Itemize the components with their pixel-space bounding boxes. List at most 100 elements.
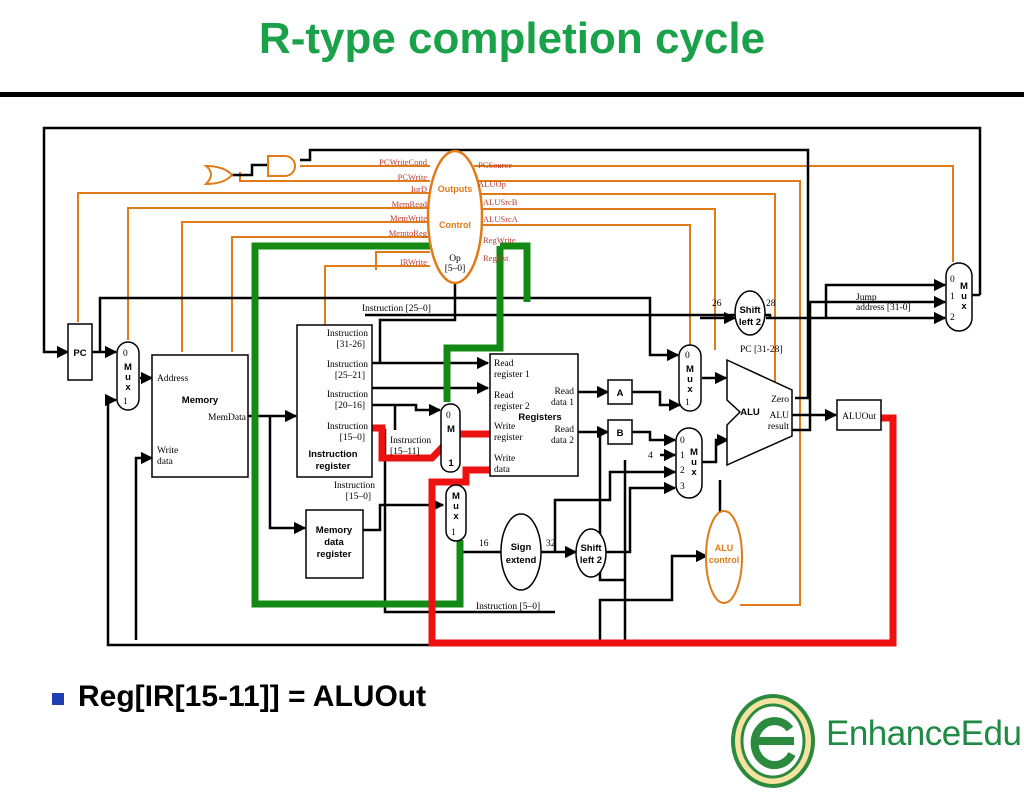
ir-field4-label: Instruction [327,422,368,432]
regdst-mux: 0 M 1 [440,403,461,473]
alusrcb-mux-in0: 0 [680,436,685,446]
jump-address-line1: Jump [856,293,877,303]
active-read-path [251,242,531,608]
instr-25-0-label: Instruction [25–0] [362,304,431,314]
datapath-wires [42,126,982,647]
ir-name-line2: register [316,461,351,472]
alusrca-mux-in0: 0 [685,351,690,361]
registers-name: Registers [518,412,561,423]
alu-control-line1: ALU [715,543,734,553]
instr-5-0-label: Instruction [5–0] [476,602,540,612]
memory-data-label: data [157,457,174,467]
address-mux-x: x [125,382,131,393]
memtoreg-mux-u: u [453,501,459,512]
signal-pcwritecond: PCWriteCond [379,157,428,167]
pcsource-mux-m: M [960,281,968,292]
signal-pcsource: PCSource [478,160,512,170]
regdst-mux-in1: 1 [448,458,454,469]
enhanceedu-logo: EnhanceEdu [728,694,1022,788]
control-name-label: Control [439,220,471,230]
control-unit: Outputs Control Op [5–0] [426,149,484,285]
sign-extend-out-bits: 32 [546,539,556,549]
alusrca-mux: 0 M u x 1 [678,344,702,412]
or-gate [203,164,234,186]
reg-read-reg2-a: Read [494,391,514,401]
shift-left-2-jump: Shift left 2 [734,290,766,336]
regdst-mux-in0: 0 [446,411,451,421]
alusrcb-mux-x: x [691,467,697,478]
signal-regwrite: RegWrite [483,235,516,245]
alusrca-mux-u: u [687,374,693,385]
control-signal-labels-right: PCSource ALUOp ALUSrcB ALUSrcA RegWrite … [478,160,519,263]
constant-four: 4 [648,451,653,461]
reg-write-reg-b: register [494,433,523,443]
pc-label: PC [73,348,86,359]
logo-text: EnhanceEdu [826,714,1022,753]
signal-iord: IorD [411,184,427,194]
ir-field3-label: Instruction [327,390,368,400]
register-a-label: A [617,388,624,399]
reg-write-data-a: Write [494,454,515,464]
reg-read-reg1-a: Read [494,359,514,369]
signal-memtoreg: MemtoReg [389,228,428,238]
ir-field3-bits: [20–16] [335,401,365,411]
shift-jump-out-bits: 28 [766,299,776,309]
memory-block: Address Memory MemData Write data [151,354,249,478]
signal-memread: MemRead [392,199,428,209]
alusrcb-mux: 0 1 2 3 M u x [675,427,703,499]
shift-jump-in-bits: 26 [712,299,722,309]
ir-field1-bits: [31-26] [337,340,366,350]
jump-address-line2: address [31-0] [856,303,911,313]
bullet-marker [52,693,64,705]
memory-address-label: Address [157,374,188,384]
memory-memdata-label: MemData [208,413,247,423]
alusrcb-mux-in3: 3 [680,482,685,492]
ir-field5-label: Instruction [390,436,431,446]
address-mux: 0 M u x 1 [116,341,140,411]
bullet-row: Reg[IR[15-11]] = ALUOut [52,680,426,714]
alu: ALU Zero ALU result [726,358,793,467]
alu-result-line1: ALU [769,411,789,421]
signal-irwrite: IRWrite [400,257,427,267]
sign-extend-in-bits: 16 [479,539,489,549]
pc-register: PC [67,323,93,381]
alusrcb-mux-in1: 1 [680,451,685,461]
regdst-mux-m: M [447,424,455,435]
sign-extend-line1: Sign [511,542,532,553]
aluout-label: ALUOut [842,412,876,422]
pcsource-mux-in0: 0 [950,275,955,285]
control-op-label: Op [449,254,461,264]
aluout-register: ALUOut [836,399,882,431]
memtoreg-mux-m: M [452,491,460,502]
signal-alusrcb: ALUSrcB [483,197,518,207]
register-b: B [607,419,633,445]
alu-result-line2: result [768,422,789,432]
control-outputs-label: Outputs [438,184,473,194]
slide-title: R-type completion cycle [258,14,766,63]
address-mux-m: M [124,362,132,373]
alu-name: ALU [740,407,760,418]
address-mux-in1: 1 [123,397,128,407]
ir-field4-bits: [15–0] [340,433,365,443]
sign-extend-line2: extend [506,555,537,566]
memtoreg-mux-in1: 1 [451,528,456,538]
reg-read-reg1-b: register 1 [494,370,530,380]
shift-left-2-line1: Shift [580,543,602,554]
reg-write-data-b: data [494,465,511,475]
memtoreg-mux-x: x [453,511,459,522]
ir-field2-label: Instruction [327,360,368,370]
alu-control-line2: control [709,555,740,565]
signal-regdst: RegDst [483,253,509,263]
pcsource-mux-in2: 2 [950,313,955,323]
ir-field5-bits: [15–11] [390,447,420,457]
pcsource-mux-x: x [961,301,967,312]
register-b-label: B [617,428,624,439]
alusrcb-mux-in2: 2 [680,466,685,476]
control-signal-labels-left: PCWriteCond PCWrite IorD MemRead MemWrit… [379,157,428,267]
reg-read-reg2-b: register 2 [494,402,530,412]
memory-data-register: Memory data register [305,509,364,579]
alu-zero-label: Zero [771,395,789,405]
bullet-text: Reg[IR[15-11]] = ALUOut [78,680,427,713]
mdr-line2: data [324,537,344,548]
